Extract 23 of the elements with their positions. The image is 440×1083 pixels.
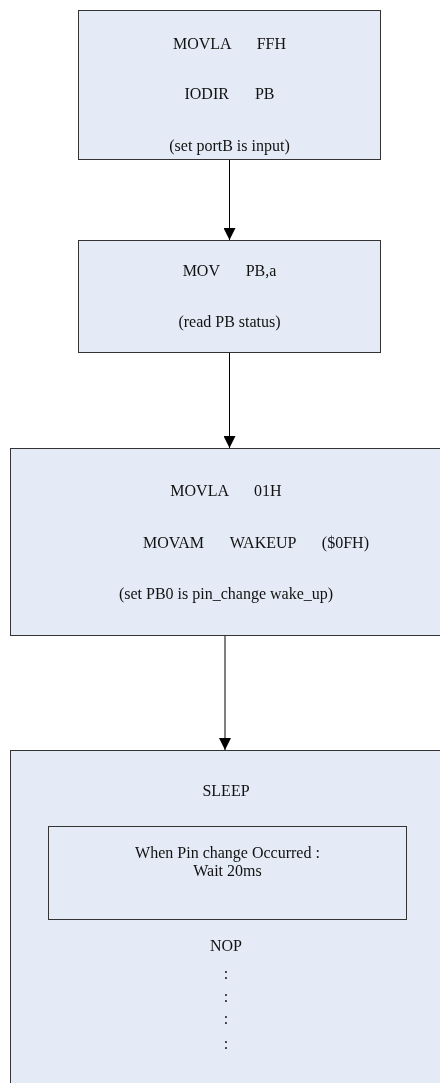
process-box (10, 448, 440, 636)
instruction-text: (set portB is input) (168, 137, 291, 155)
instruction-text: IODIR PB (183, 85, 276, 103)
arrow (223, 352, 236, 449)
instruction-text: When Pin change Occurred : Wait 20ms (134, 844, 321, 880)
process-box (78, 240, 381, 353)
arrow (223, 159, 236, 241)
inner-box (48, 826, 407, 920)
instruction-text: : (222, 988, 230, 1006)
arrow (219, 635, 231, 751)
instruction-text: (read PB status) (177, 313, 282, 331)
instruction-text: MOV PB,a (181, 262, 278, 280)
instruction-text: MOVLA FFH (171, 35, 288, 53)
instruction-text: : (222, 1010, 230, 1028)
instruction-text: NOP (209, 937, 243, 955)
process-box (78, 10, 381, 160)
instruction-text: (set PB0 is pin_change wake_up) (117, 585, 335, 603)
instruction-text: : (222, 965, 230, 983)
instruction-text: : (222, 1035, 230, 1053)
instruction-text: SLEEP (201, 782, 251, 800)
process-box (10, 750, 440, 1083)
instruction-text: MOVLA 01H (169, 482, 283, 500)
instruction-text: MOVAM WAKEUP ($0FH) (142, 534, 370, 552)
